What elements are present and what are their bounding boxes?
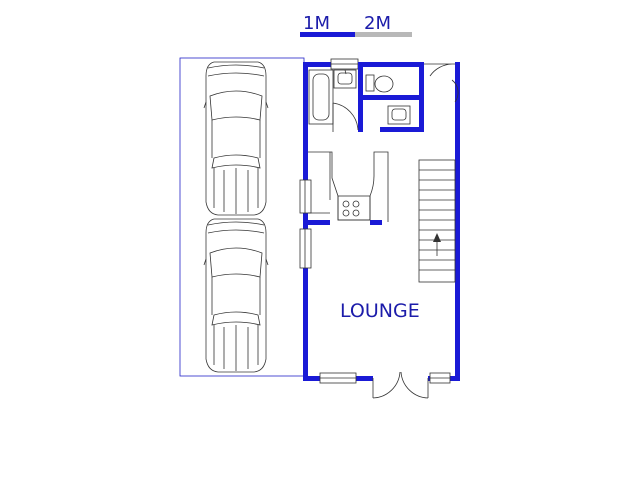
scale-bar: 1M 2M — [300, 13, 412, 37]
interior-walls — [308, 62, 424, 225]
wall-bath-bottom — [380, 127, 424, 132]
basin — [333, 69, 357, 89]
kitchen — [308, 151, 389, 222]
wall-top-3 — [386, 62, 424, 67]
car-bottom — [203, 218, 269, 373]
toilet — [365, 74, 394, 93]
wall-top-1 — [303, 62, 331, 67]
stove — [337, 195, 371, 221]
wall-kitchen-right — [370, 220, 382, 225]
wall-right-upper — [455, 62, 460, 102]
basin-lower — [387, 105, 411, 125]
scale-label-2m: 2M — [364, 13, 391, 34]
wall-top-2 — [358, 62, 386, 67]
wall-left-lower — [303, 268, 308, 381]
side-door-swing — [451, 79, 459, 103]
window-left-lounge — [299, 228, 312, 269]
wall-right-lower — [455, 102, 460, 380]
scale-bar-segment-1 — [300, 32, 355, 37]
scale-label-1m: 1M — [303, 13, 330, 34]
bath — [308, 69, 334, 125]
scale-bar-segment-2 — [355, 32, 412, 37]
wall-bath-mid — [358, 95, 424, 100]
wall-bath-right — [419, 62, 424, 132]
top-door-swing — [424, 63, 455, 77]
car-top — [203, 61, 269, 216]
bathtub — [308, 69, 334, 125]
room-label-lounge: LOUNGE — [340, 300, 420, 322]
staircase — [418, 159, 456, 283]
entrance-door — [372, 371, 429, 399]
window-left-kitchen — [299, 179, 312, 214]
wall-left-upper — [303, 62, 308, 180]
windows — [299, 58, 451, 384]
bath-door-swing — [332, 102, 359, 132]
wall-left-mid — [303, 213, 308, 229]
wall-kitchen-left — [308, 220, 330, 225]
